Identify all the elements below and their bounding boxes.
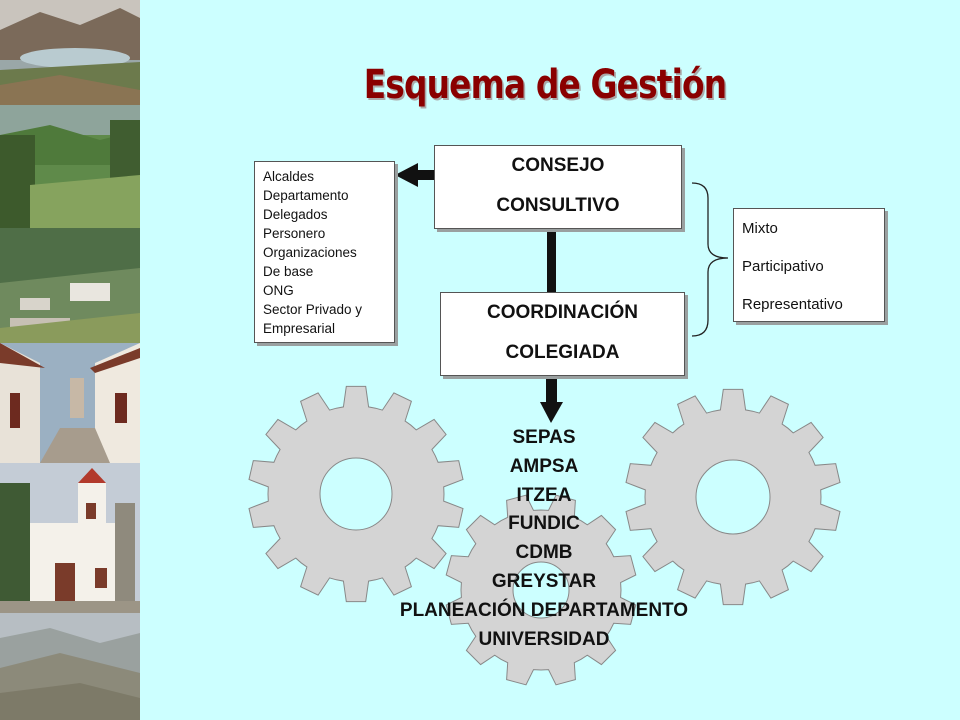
- members-item: ONG: [263, 283, 294, 298]
- organization-item: AMPSA: [509, 455, 579, 477]
- gear-right-icon: [625, 388, 841, 606]
- organization-item: ITZEA: [516, 484, 572, 506]
- gear-left-icon: [248, 385, 464, 603]
- type-item: Participativo: [742, 258, 824, 275]
- coordinacion-line1: COORDINACIÓN: [487, 302, 638, 323]
- coordinacion-line2: COLEGIADA: [505, 342, 620, 363]
- arrow-to-members-head: [395, 163, 418, 187]
- arrow-down-head: [540, 402, 563, 423]
- consejo-consultivo-box: CONSEJO CONSULTIVO: [434, 145, 682, 229]
- arrow-to-members-shaft: [412, 170, 436, 180]
- members-item: Empresarial: [263, 321, 336, 336]
- type-item: Mixto: [742, 220, 778, 237]
- members-item: Delegados: [263, 207, 328, 222]
- members-item: Organizaciones: [263, 245, 357, 260]
- coordinacion-colegiada-box: COORDINACIÓN COLEGIADA: [440, 292, 685, 376]
- members-item: Alcaldes: [263, 169, 315, 184]
- members-box: Alcaldes Departamento Delegados Personer…: [254, 161, 395, 343]
- organization-item: GREYSTAR: [491, 570, 597, 592]
- organization-item: SEPAS: [512, 427, 576, 448]
- members-item: De base: [263, 264, 314, 279]
- consejo-line1: CONSEJO: [511, 155, 605, 176]
- organization-item: FUNDIC: [508, 513, 580, 535]
- members-item: Personero: [263, 226, 326, 241]
- connector-consejo-coordinacion: [547, 228, 556, 292]
- brace-icon: [691, 182, 729, 337]
- page-title: Esquema de Gestión: [363, 62, 727, 108]
- organizations-list: SEPAS AMPSA ITZEA FUNDIC CDMB GREYSTAR P…: [344, 424, 744, 654]
- photo-church: [0, 463, 140, 613]
- consejo-line2: CONSULTIVO: [496, 195, 620, 216]
- photo-green-hills: [0, 105, 140, 228]
- organization-item: UNIVERSIDAD: [478, 628, 610, 650]
- photo-strip: [0, 0, 140, 720]
- organization-item: CDMB: [515, 542, 573, 564]
- members-item: Departamento: [263, 188, 349, 203]
- arrow-down-shaft: [546, 375, 557, 403]
- photo-mountains: [0, 613, 140, 720]
- photo-lake-valley: [0, 0, 140, 105]
- photo-colonial-street: [0, 343, 140, 463]
- photo-town-valley: [0, 228, 140, 343]
- types-box: Mixto Participativo Representativo: [733, 208, 885, 322]
- organization-item: PLANEACIÓN DEPARTAMENTO: [399, 599, 689, 621]
- members-item: Sector Privado y: [263, 302, 363, 317]
- gear-center-icon: [445, 494, 637, 686]
- type-item: Representativo: [742, 296, 843, 313]
